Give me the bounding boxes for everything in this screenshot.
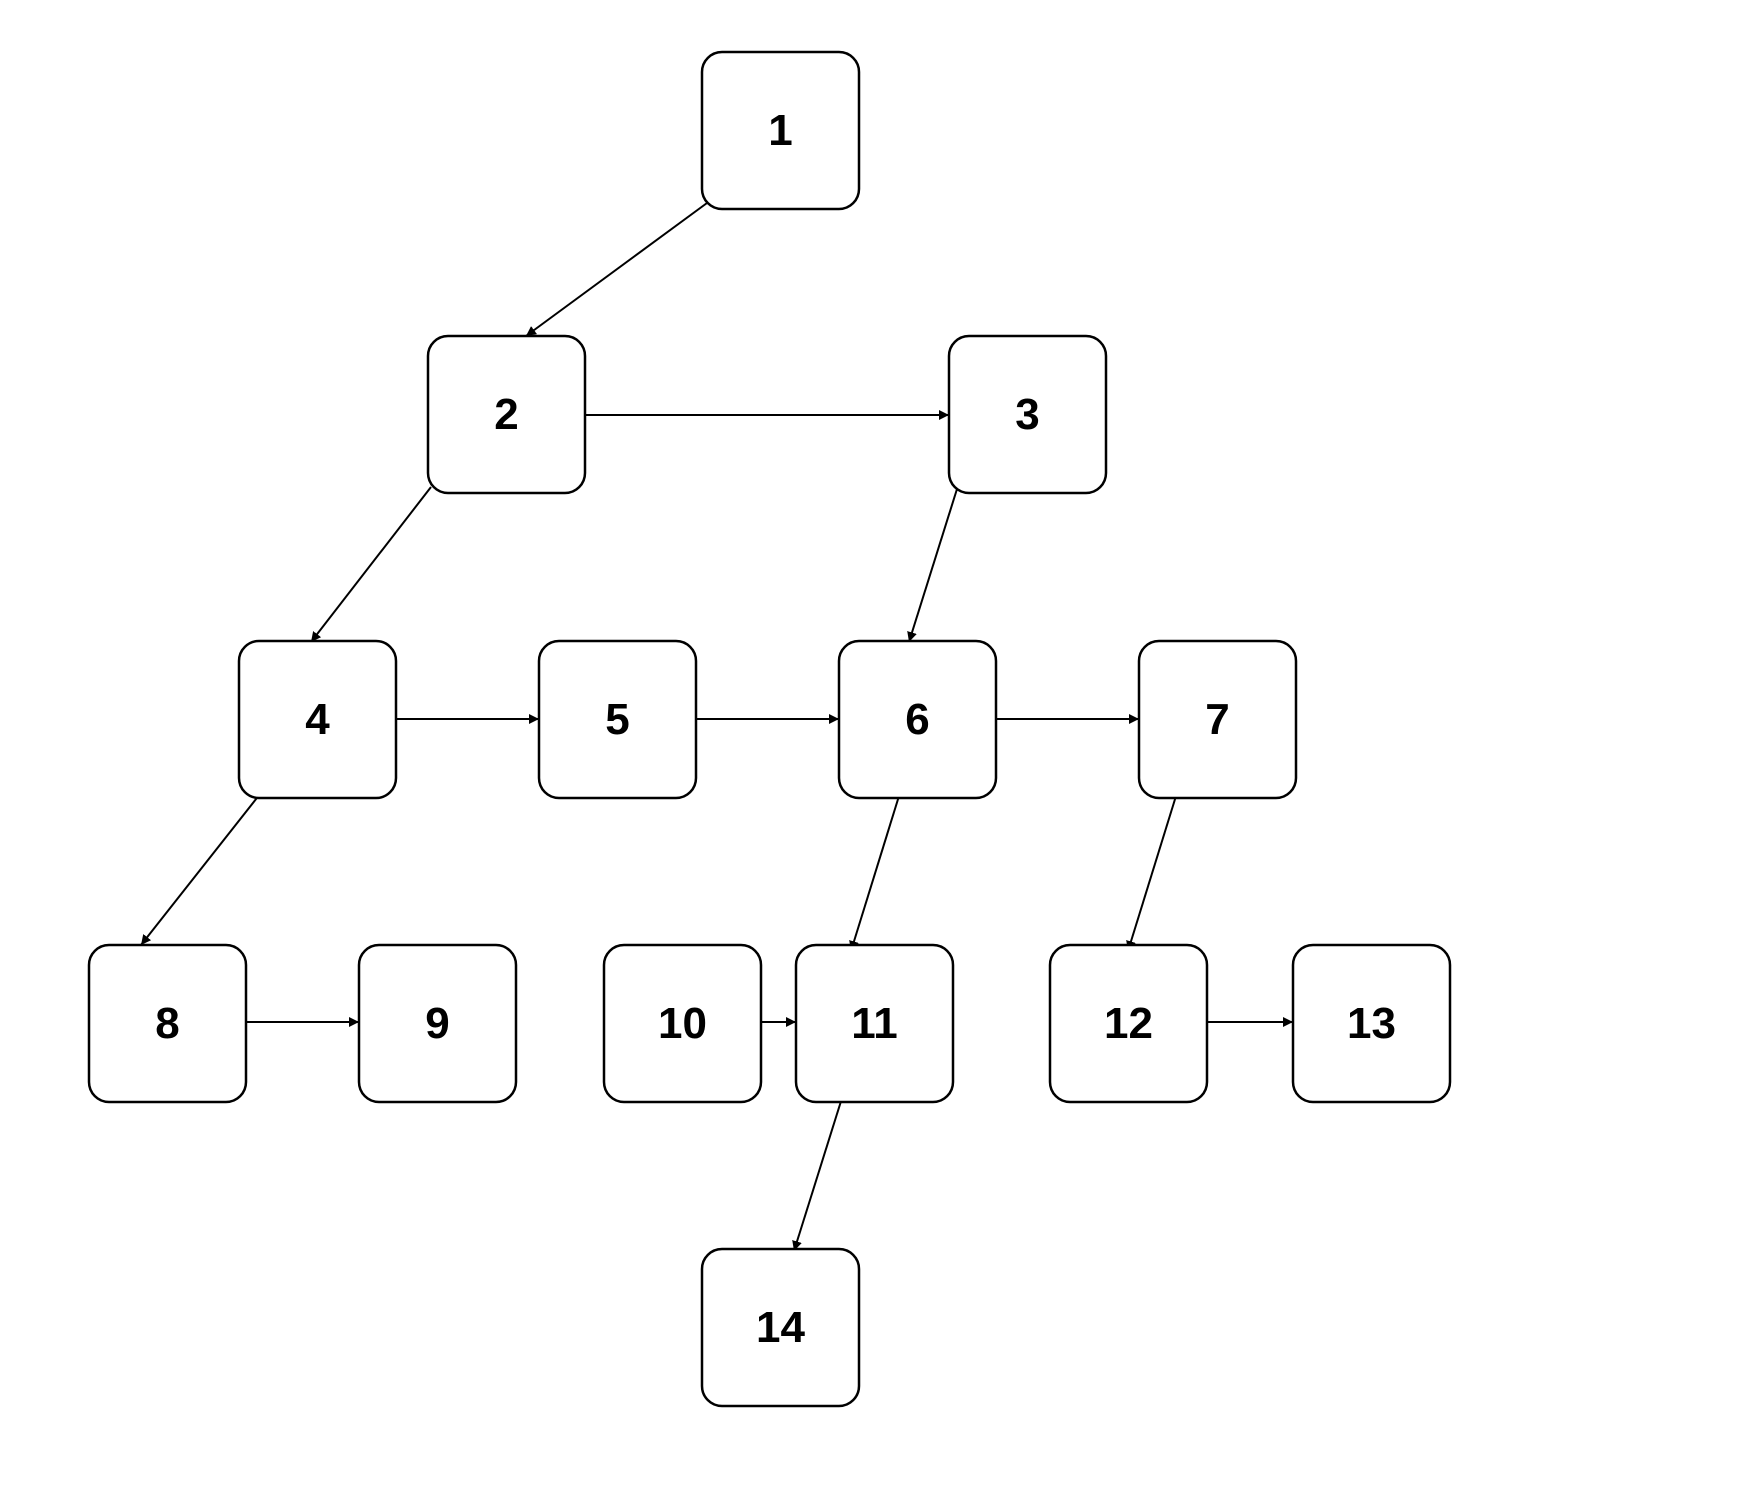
node-label: 4	[305, 695, 330, 744]
edge-1-to-2	[525, 202, 708, 337]
node-label: 12	[1104, 999, 1153, 1048]
node-box	[237, 639, 398, 800]
node-box	[1291, 943, 1452, 1104]
node-box	[1048, 943, 1209, 1104]
edge-3-to-6	[907, 488, 958, 643]
node-box	[837, 639, 998, 800]
node-label: 7	[1205, 695, 1229, 744]
node-label: 13	[1347, 999, 1396, 1048]
node-14: 14	[700, 1247, 861, 1408]
node-1: 1	[700, 50, 861, 211]
edge-7-to-12	[1126, 795, 1177, 952]
node-label: 10	[658, 999, 707, 1048]
node-11: 11	[794, 943, 955, 1104]
node-box	[537, 639, 698, 800]
node-label: 2	[494, 390, 518, 439]
node-label: 9	[425, 999, 449, 1048]
node-label: 11	[851, 999, 898, 1048]
edges	[140, 202, 1293, 1252]
node-box	[1137, 639, 1298, 800]
node-box	[602, 943, 763, 1104]
node-10: 10	[602, 943, 763, 1104]
node-5: 5	[537, 639, 698, 800]
node-label: 14	[756, 1303, 805, 1352]
node-label: 8	[155, 999, 179, 1048]
node-box	[700, 50, 861, 211]
node-13: 13	[1291, 943, 1452, 1104]
node-label: 6	[905, 695, 929, 744]
node-4: 4	[237, 639, 398, 800]
node-3: 3	[947, 334, 1108, 495]
node-box	[700, 1247, 861, 1408]
edge-6-to-11	[849, 795, 900, 952]
node-box	[947, 334, 1108, 495]
node-label: 3	[1015, 390, 1039, 439]
node-label: 5	[605, 695, 629, 744]
node-label: 1	[768, 106, 792, 155]
node-6: 6	[837, 639, 998, 800]
node-9: 9	[357, 943, 518, 1104]
node-box	[87, 943, 248, 1104]
node-box	[794, 943, 955, 1104]
node-12: 12	[1048, 943, 1209, 1104]
edge-2-to-4	[310, 486, 432, 643]
edge-4-to-8	[140, 793, 261, 946]
node-box	[426, 334, 587, 495]
node-8: 8	[87, 943, 248, 1104]
edge-11-to-14	[792, 1097, 843, 1252]
node-7: 7	[1137, 639, 1298, 800]
node-2: 2	[426, 334, 587, 495]
node-box	[357, 943, 518, 1104]
